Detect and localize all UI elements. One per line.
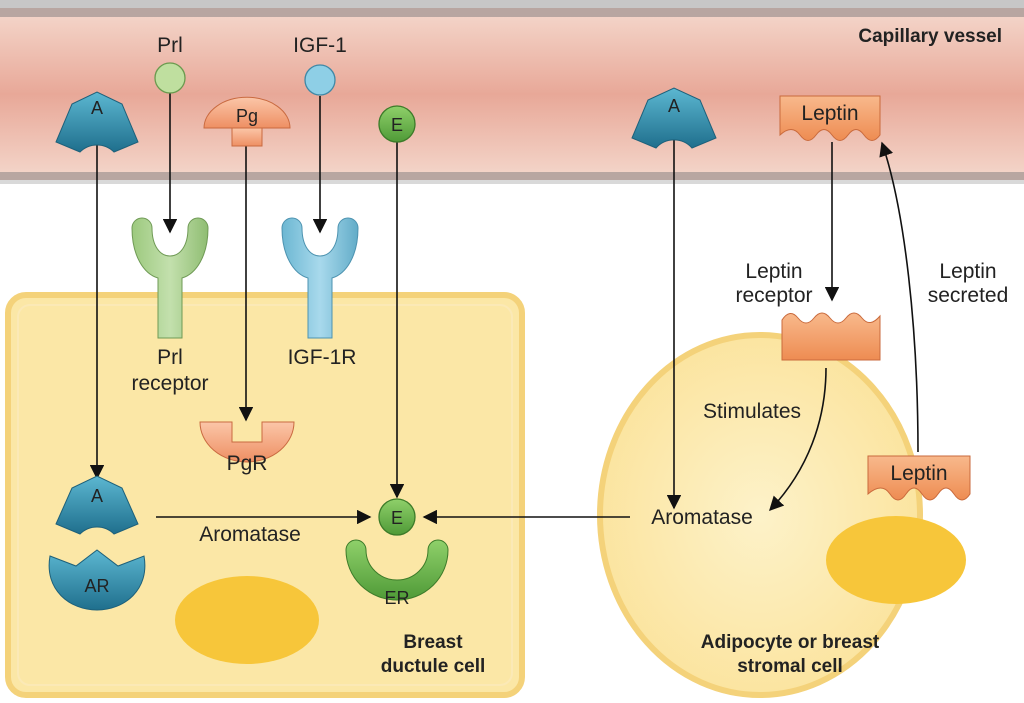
ligand-prl: Prl (154, 34, 186, 94)
ligand-leptin-top: Leptin (779, 95, 881, 141)
leptin-receptor: Leptin receptor (735, 260, 881, 361)
signal-arrows (89, 92, 919, 525)
igf1-receptor: IGF-1R (281, 217, 359, 369)
er-label: ER (384, 588, 409, 608)
arrow-stimulates (769, 367, 827, 512)
ligand-a-left: A (55, 91, 139, 153)
ligand-e-top-label: E (391, 115, 403, 135)
prl-receptor-label-line2: receptor (131, 372, 208, 395)
ligand-pg-label: Pg (236, 106, 258, 126)
breast-a-label: A (91, 486, 103, 506)
ligand-leptin-top-label: Leptin (801, 102, 858, 125)
leptin-inner: Leptin (867, 455, 971, 501)
ligand-a-right: A (631, 87, 717, 149)
breast-e-label: E (391, 508, 403, 528)
adipocyte-label-line1: Adipocyte or breast (701, 632, 880, 653)
adipocyte-nucleus (826, 516, 966, 604)
adipocyte-label-line2: stromal cell (737, 656, 843, 677)
vessel-label: Capillary vessel (858, 26, 1002, 47)
igf1r-label: IGF-1R (288, 346, 357, 369)
pgr-label: PgR (227, 452, 268, 475)
ligand-a-right-label: A (668, 96, 680, 116)
leptin-secreted-label-line2: secreted (928, 284, 1009, 307)
e-bound-to-er: E ER (345, 498, 449, 608)
leptin-inner-label: Leptin (890, 462, 947, 485)
ar-label: AR (84, 576, 109, 596)
breast-aromatase-label: Aromatase (199, 523, 301, 546)
ligand-igf1-label: IGF-1 (293, 34, 347, 57)
stimulates-label: Stimulates (703, 400, 801, 423)
ligand-igf1: IGF-1 (293, 34, 347, 96)
prl-receptor-label-line1: Prl (157, 346, 183, 369)
ligand-a-left-label: A (91, 98, 103, 118)
adipocyte-aromatase-label: Aromatase (651, 506, 753, 529)
breast-cell-label-line2: ductule cell (381, 656, 486, 677)
breast-nucleus (175, 576, 319, 664)
ligand-prl-label: Prl (157, 34, 183, 57)
ligand-e-top: E (378, 105, 416, 143)
pg-receptor: PgR (199, 421, 295, 475)
capillary-vessel: Capillary vessel (0, 0, 1024, 184)
leptin-receptor-label-line1: Leptin (745, 260, 802, 283)
leptin-secreted-label-line1: Leptin (939, 260, 996, 283)
leptin-receptor-label-line2: receptor (735, 284, 812, 307)
prl-receptor: Prl receptor (131, 217, 209, 395)
adipocyte-cell: Adipocyte or breast stromal cell (597, 332, 966, 698)
arrow-leptin-secreted (879, 141, 919, 453)
a-bound-to-ar: A AR (48, 475, 146, 611)
ligand-pg: Pg (203, 96, 291, 147)
breast-cell-label-line1: Breast (403, 632, 463, 653)
